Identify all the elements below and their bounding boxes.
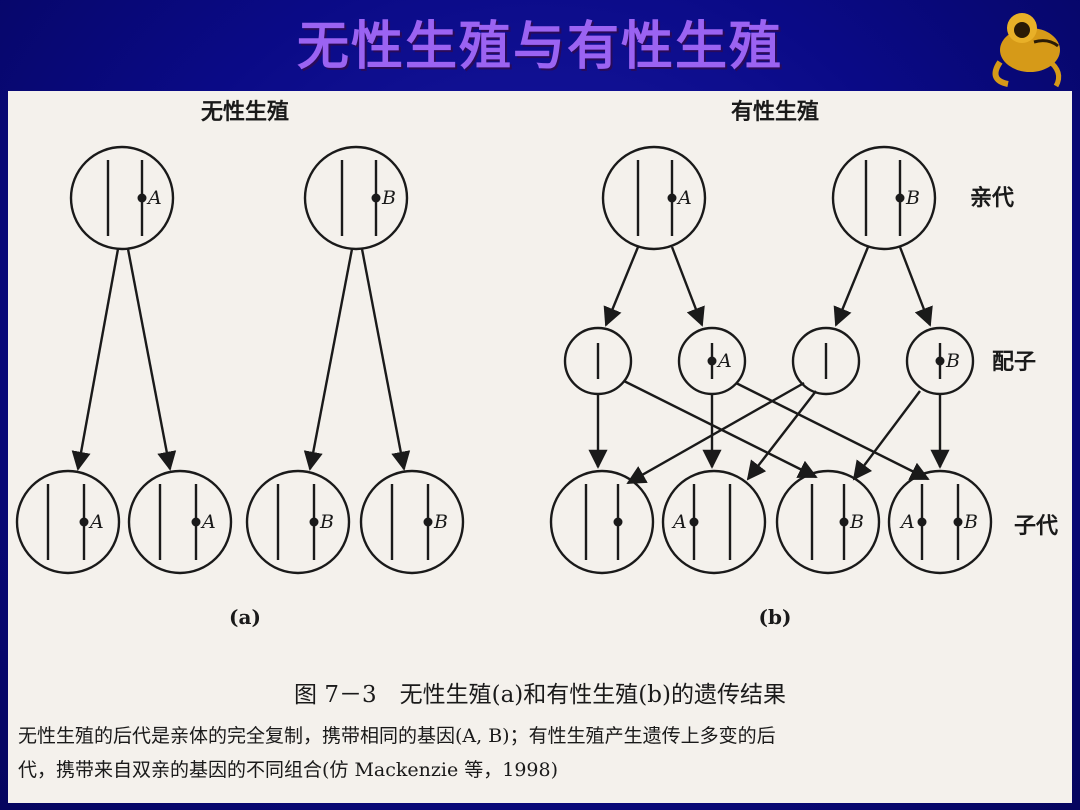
sexual-offspring-2 xyxy=(661,469,767,575)
panel-label-b: (b) xyxy=(759,605,792,629)
gene-label: A xyxy=(716,350,732,372)
gamete-2 xyxy=(677,326,747,396)
figure-description-line2: 代，携带来自双亲的基因的不同组合(仿 Mackenzie 等，1998) xyxy=(18,759,559,781)
gene-label: B xyxy=(963,511,978,533)
gene-label: B xyxy=(905,187,920,209)
gene-label: B xyxy=(849,511,864,533)
gene-label: B xyxy=(945,350,960,372)
asexual-offspring-a2 xyxy=(127,469,233,575)
asexual-parent-a xyxy=(69,145,175,251)
reproduction-diagram: 无性生殖 有性生殖 亲代 配子 子代 xyxy=(15,99,1058,629)
sexual-offspring-3 xyxy=(775,469,881,575)
gamete-3 xyxy=(791,326,861,396)
gene-label: B xyxy=(381,187,396,209)
monkey-logo-icon xyxy=(992,13,1062,88)
gene-label: A xyxy=(88,511,104,533)
gamete-1 xyxy=(563,326,633,396)
sexual-parent-b xyxy=(831,145,937,251)
gamete-4 xyxy=(905,326,975,396)
gene-label: A xyxy=(200,511,216,533)
gene-label: A xyxy=(676,187,692,209)
heading-asexual: 无性生殖 xyxy=(201,99,289,125)
asexual-offspring-b1 xyxy=(245,469,351,575)
label-parent: 亲代 xyxy=(970,185,1014,211)
sexual-parent-a xyxy=(601,145,707,251)
gene-label: A xyxy=(671,511,687,533)
sexual-offspring-4 xyxy=(887,469,993,575)
gene-label: B xyxy=(433,511,448,533)
asexual-parent-b xyxy=(303,145,409,251)
gene-label: B xyxy=(319,511,334,533)
figure-panel: 无性生殖 有性生殖 亲代 配子 子代 xyxy=(8,91,1072,803)
slide-title: 无性生殖与有性生殖 xyxy=(296,17,783,77)
gene-label: A xyxy=(146,187,162,209)
heading-sexual: 有性生殖 xyxy=(731,99,819,125)
asexual-offspring-a1 xyxy=(15,469,121,575)
panel-label-a: (a) xyxy=(229,605,261,629)
figure-caption: 图 7－3 无性生殖(a)和有性生殖(b)的遗传结果 xyxy=(294,682,786,708)
sexual-offspring-1 xyxy=(549,469,655,575)
gene-label: A xyxy=(899,511,915,533)
figure-description-line1: 无性生殖的后代是亲体的完全复制，携带相同的基因(A, B)；有性生殖产生遗传上多… xyxy=(18,725,776,747)
asexual-offspring-b2 xyxy=(359,469,465,575)
label-gamete: 配子 xyxy=(992,349,1036,375)
label-offspring: 子代 xyxy=(1014,513,1058,539)
